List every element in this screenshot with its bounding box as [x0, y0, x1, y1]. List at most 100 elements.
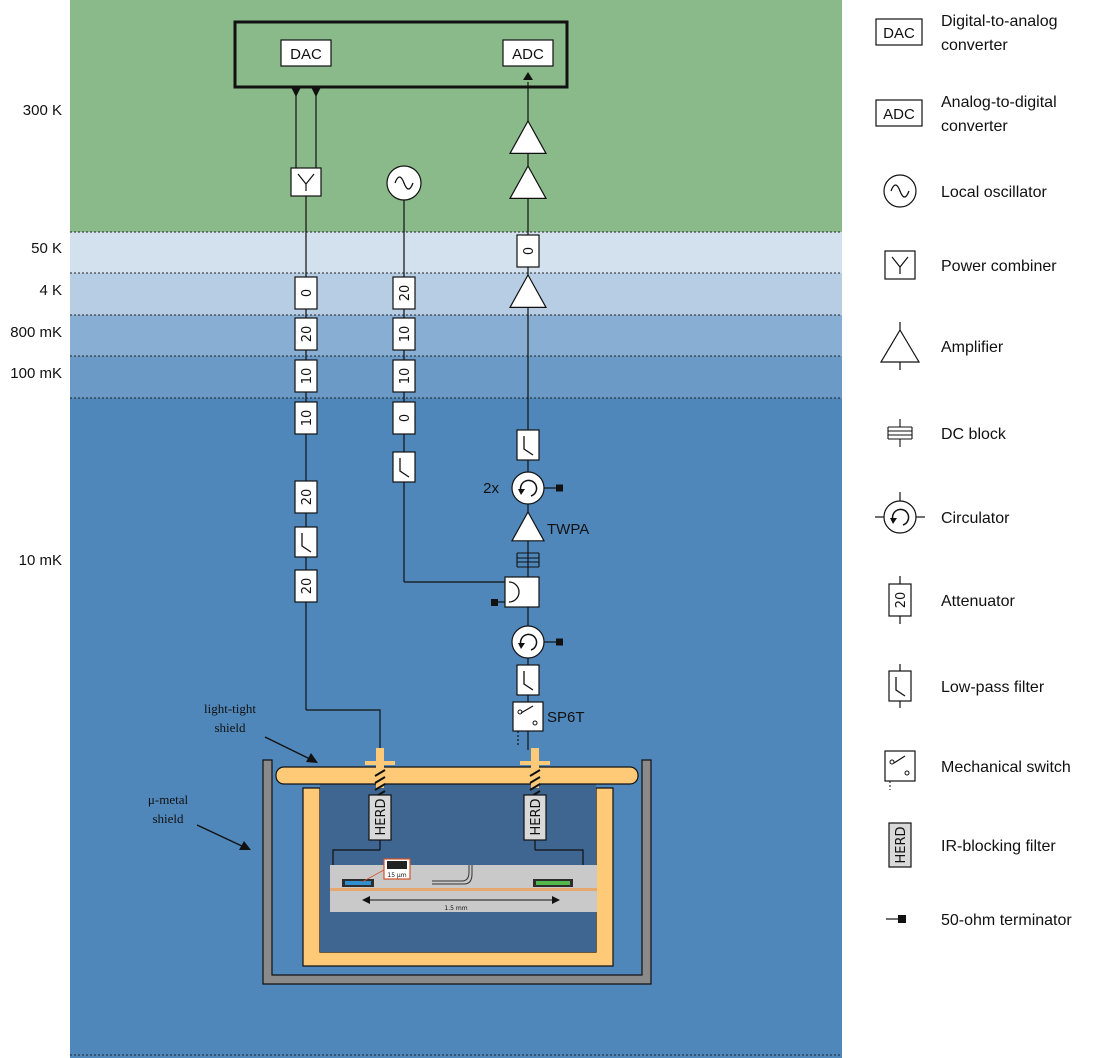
directional-coupler — [491, 576, 540, 608]
switch-box — [512, 701, 544, 732]
amplifier-triangle — [508, 273, 548, 308]
legend-label: Local oscillator — [941, 184, 1048, 201]
lpf-box — [516, 664, 540, 696]
attenuator-box — [294, 401, 318, 435]
attenuator-value: 0 — [398, 414, 413, 422]
circulator — [511, 625, 563, 659]
legend-label: 50-ohm terminator — [941, 912, 1072, 929]
switch-node — [904, 770, 910, 776]
legend-item: Local oscillator — [883, 174, 1048, 208]
mechanical-switch — [512, 701, 544, 732]
mu-metal-arrow — [196, 824, 245, 848]
feedthrough-thread — [374, 769, 386, 777]
terminator-icon — [491, 599, 498, 606]
stage-label: 800 mK — [10, 324, 62, 341]
feedthrough: HERD — [520, 748, 550, 850]
amplifier — [508, 273, 548, 308]
attenuator: 0 — [294, 276, 318, 310]
twpa-label: TWPA — [547, 521, 589, 538]
feedthrough: HERD — [365, 748, 395, 850]
lpf-glyph — [523, 671, 534, 691]
low-pass-filter — [392, 451, 416, 483]
attenuator: 0 — [516, 234, 540, 268]
switch-node — [532, 720, 538, 726]
mu-metal-arrowhead — [239, 841, 251, 850]
legend-item: DC block — [887, 419, 1007, 447]
attenuator-box — [294, 569, 318, 603]
attenuator: 20 — [294, 480, 318, 514]
attenuator: 20 — [392, 276, 416, 310]
dc-block-glyph — [516, 552, 540, 568]
light-tight-lid — [275, 766, 639, 785]
switch-label: SP6T — [547, 709, 585, 726]
attenuator-value: 10 — [398, 326, 413, 343]
attenuator: 20 — [294, 317, 318, 351]
circulator-arrowhead — [518, 489, 525, 495]
terminator-icon — [556, 638, 563, 646]
chip-pad-inner — [345, 881, 371, 885]
dac-label: DAC — [290, 46, 322, 63]
legend-amplifier — [879, 328, 921, 363]
legend-symbol: ADC — [883, 106, 915, 123]
herd-label: HERD — [529, 798, 544, 835]
low-pass-filter — [516, 664, 540, 696]
adc-box — [502, 39, 554, 67]
lpf-glyph — [523, 436, 534, 456]
power-combiner-glyph — [297, 173, 315, 191]
dac-output-arrow — [291, 87, 301, 97]
chip-feedline — [330, 888, 597, 891]
legend-label: Analog-to-digital — [941, 94, 1057, 111]
circulator-arrow — [519, 479, 538, 497]
legend-label: Circulator — [941, 510, 1010, 527]
lpf-box — [392, 451, 416, 483]
light-tight-label: light-tight — [204, 701, 256, 716]
circulator-arrow — [519, 633, 538, 651]
lpf-glyph — [895, 677, 906, 697]
low-pass-filter — [516, 429, 540, 461]
circulator-body — [511, 625, 545, 659]
attenuator-box — [392, 401, 416, 435]
amplifier-icon — [879, 322, 921, 370]
circulator-arrow — [891, 508, 910, 526]
local-oscillator-icon — [883, 174, 917, 208]
scale-arrow-left — [362, 896, 370, 904]
feedthrough-thread — [529, 769, 541, 777]
mu-metal-shield — [262, 759, 652, 985]
attenuator-value: 0 — [522, 247, 537, 255]
scale-arrow-right — [552, 896, 560, 904]
stage-band: 800 mK — [10, 314, 842, 356]
legend-item: 50-ohm terminator — [886, 912, 1072, 929]
lpf-glyph — [301, 533, 312, 553]
attenuator-box — [392, 317, 416, 351]
circulator-count: 2x — [483, 480, 499, 497]
attenuator-value: 10 — [398, 368, 413, 385]
light-tight-arrowhead — [306, 753, 318, 763]
power-combiner-box — [290, 167, 322, 197]
chip-resonator — [432, 865, 473, 885]
stage-label: 50 K — [31, 240, 62, 257]
feedthrough-pin — [376, 748, 384, 788]
attenuator-value: 20 — [300, 578, 315, 595]
sine-glyph — [890, 184, 910, 198]
stage-band: 50 K — [31, 231, 842, 273]
feedthrough-flange — [365, 761, 395, 765]
pump-line: 20 10 10 0 — [386, 165, 505, 583]
stage-fill — [70, 273, 842, 315]
legend-symbol: HERD — [894, 826, 909, 863]
legend-label: Mechanical switch — [941, 759, 1071, 776]
amplifier-triangle — [508, 119, 548, 154]
mechanical-switch-icon — [884, 750, 916, 790]
lpf-glyph — [399, 458, 410, 478]
legend-attenuator — [888, 583, 912, 617]
inset-image — [387, 861, 407, 869]
stage-band: 4 K — [39, 272, 842, 315]
legend-label: DC block — [941, 426, 1007, 443]
legend-label: converter — [941, 118, 1008, 135]
switch-node — [889, 759, 895, 765]
attenuator: 10 — [294, 401, 318, 435]
attenuator-box — [294, 317, 318, 351]
